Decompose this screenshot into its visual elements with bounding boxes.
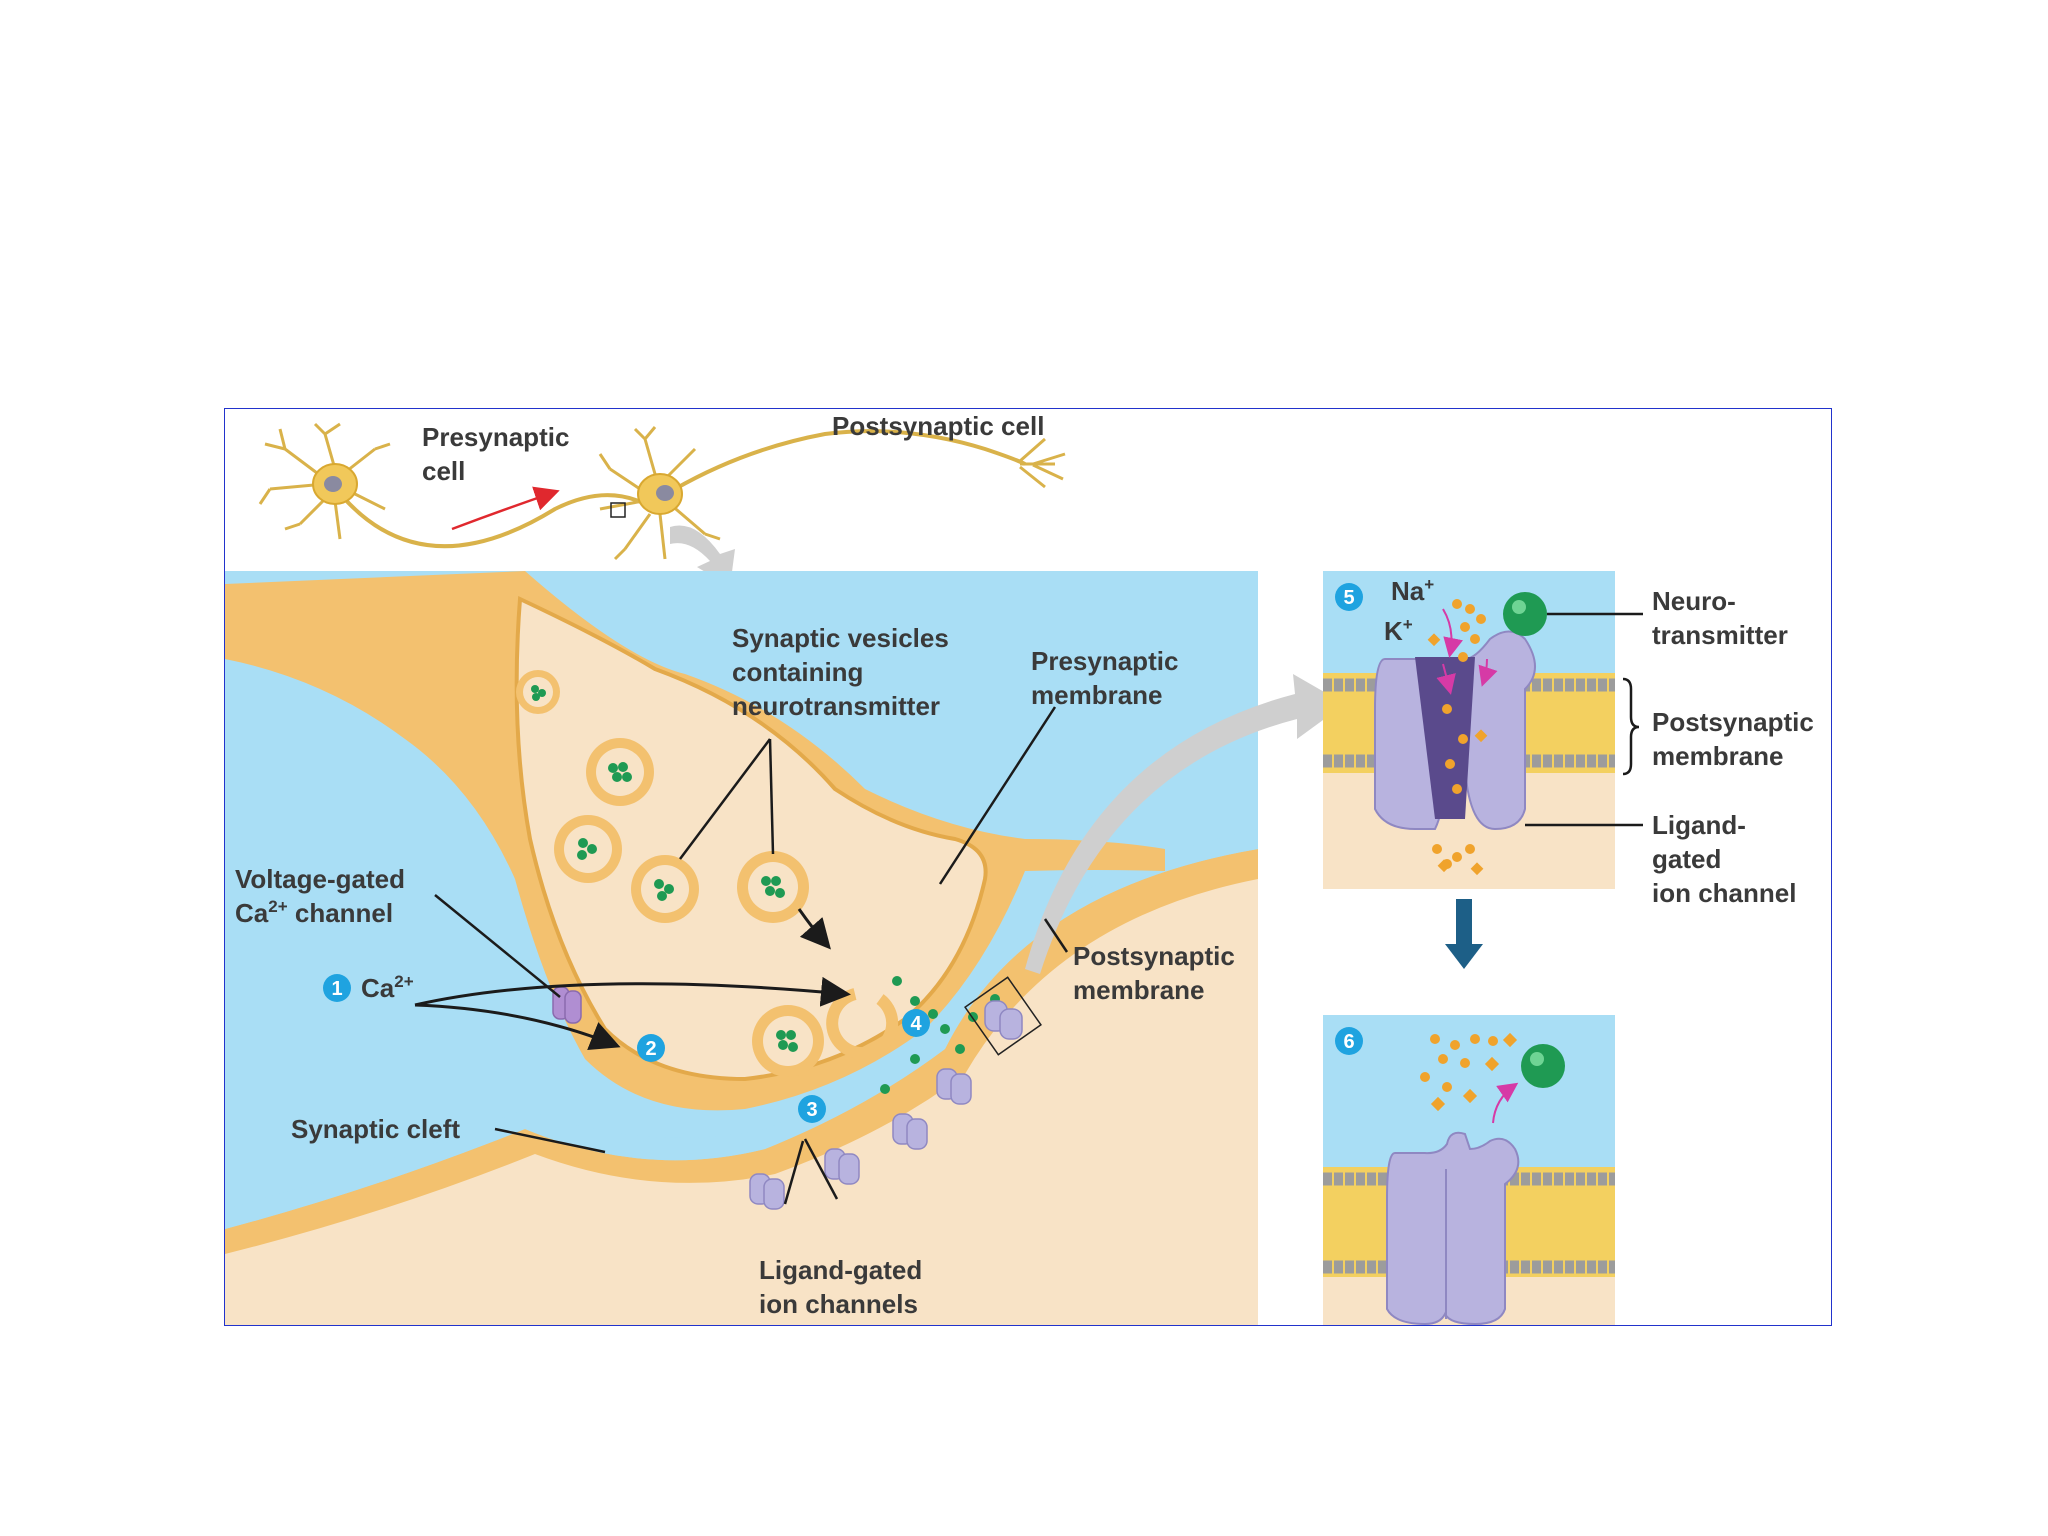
neuron-overview (258, 422, 1066, 587)
svg-text:6: 6 (1343, 1031, 1354, 1053)
inset-5-channel-open (1323, 571, 1643, 889)
step-4-badge: 4 (902, 1009, 930, 1037)
presynaptic-terminal-interior (514, 595, 988, 1082)
inset-6-channel-closed (1323, 1015, 1615, 1325)
step-2-badge: 2 (637, 1034, 665, 1062)
synaptic-vesicles (516, 670, 902, 1077)
down-arrow-icon (1445, 899, 1483, 969)
step-badges: 1 2 3 4 5 6 (323, 583, 1363, 1123)
neurotransmitter-molecule (1503, 592, 1547, 636)
vesicle (586, 738, 654, 806)
svg-text:1: 1 (331, 978, 342, 1000)
vesicle (554, 815, 622, 883)
leader-lines (434, 706, 1069, 1205)
svg-text:3: 3 (806, 1099, 817, 1121)
svg-text:5: 5 (1343, 587, 1354, 609)
postsynaptic-neuron-illustration (598, 426, 1066, 561)
voltage-gated-ca-channel (552, 986, 582, 1024)
fusing-vesicle (826, 976, 902, 1060)
synapse-main-panel (225, 571, 1345, 1325)
step-5-badge: 5 (1335, 583, 1363, 611)
neurotransmitter-molecule (1521, 1044, 1565, 1088)
step-1-badge: 1 (323, 974, 351, 1002)
zoom-box (964, 976, 1042, 1056)
step-6-badge: 6 (1335, 1027, 1363, 1055)
neurotransmitter-label: Neuro-transmitter (1652, 586, 1788, 650)
vesicle (752, 1005, 824, 1077)
svg-text:4: 4 (910, 1013, 922, 1035)
svg-text:2: 2 (645, 1038, 656, 1060)
closed-channel (1386, 1131, 1520, 1325)
ligand-gated-channels (749, 1000, 1023, 1210)
k-ion-label: K+ (1384, 615, 1413, 646)
membrane-bracket (1622, 677, 1640, 776)
vesicle (631, 855, 699, 923)
vesicle (737, 851, 809, 923)
released-neurotransmitter (880, 994, 1000, 1094)
inset-arrow-icon (1025, 674, 1345, 974)
synaptic-cleft-label: Synaptic cleft (291, 1114, 460, 1144)
step-3-badge: 3 (798, 1095, 826, 1123)
signal-direction-arrow (451, 486, 560, 531)
postsynaptic-cell-label: Postsynaptic cell (832, 411, 1044, 441)
ca-ion-label: Ca2+ (361, 972, 414, 1003)
na-ion-label: Na+ (1391, 575, 1434, 606)
vesicle (516, 670, 560, 714)
